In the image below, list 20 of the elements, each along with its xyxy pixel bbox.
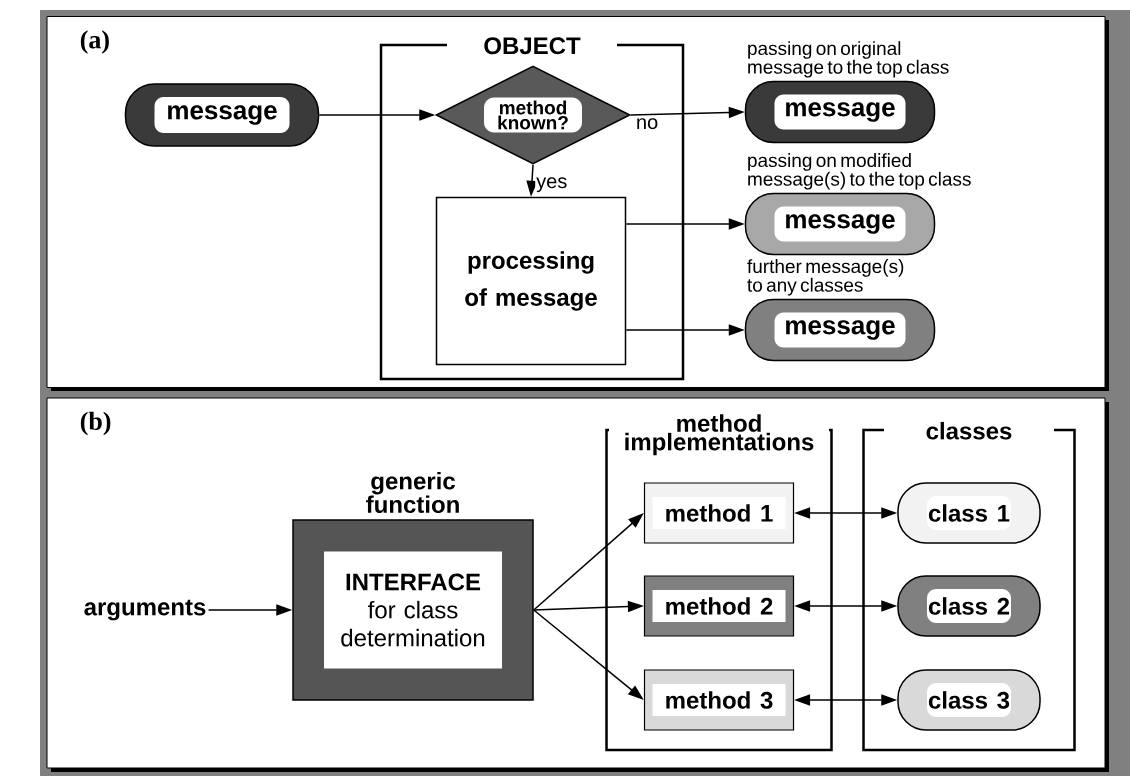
edge-label: yes: [535, 176, 569, 194]
node-label: method: [677, 414, 761, 432]
message-pill: message: [744, 80, 936, 144]
class-pill: class 3: [897, 669, 1041, 731]
message-pill: message: [124, 83, 320, 147]
class-pill: class 1: [897, 482, 1041, 544]
method-box: method 3: [643, 669, 795, 731]
process-box: processing of message: [435, 196, 627, 366]
edge-label: no: [634, 117, 660, 131]
caption-text: passing on modified message(s) to the top class: [748, 153, 971, 190]
message-pill: message: [744, 298, 936, 362]
class-pill: class 2: [897, 575, 1041, 637]
method-box: method 2: [643, 575, 795, 637]
caption-text: further message(s) to any classes: [747, 259, 904, 296]
function-box: generic function INTERFACE for class determination: [292, 471, 534, 701]
message-pill: message: [744, 192, 936, 256]
method-box: method 1: [643, 482, 795, 544]
node-label: generic function: [366, 471, 459, 514]
input-label: arguments: [84, 599, 206, 621]
caption-text: passing on original message to the top class: [748, 41, 949, 78]
